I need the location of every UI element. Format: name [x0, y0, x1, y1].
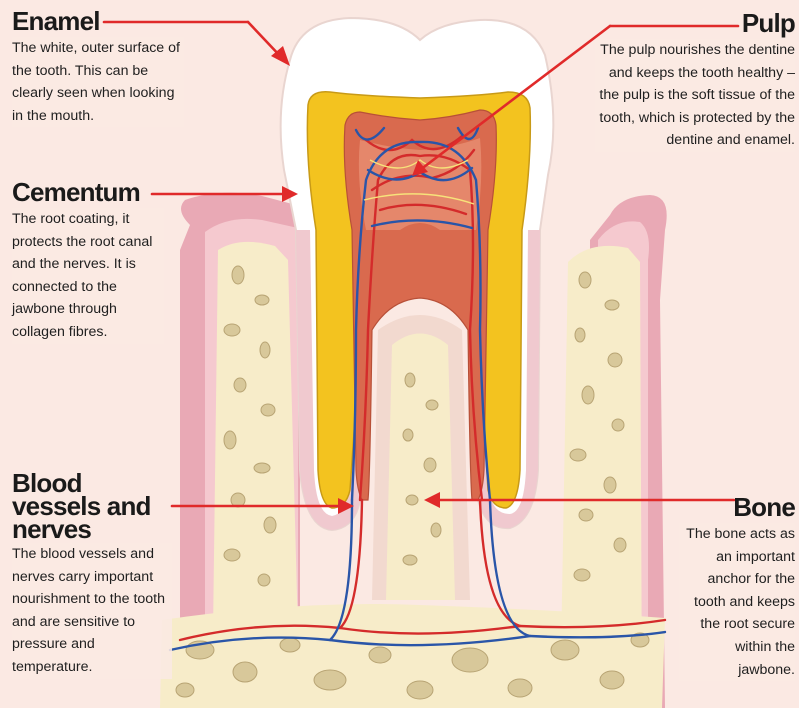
pulp-callout: Pulp The pulp nourishes the dentine and …: [595, 12, 795, 152]
cementum-title: Cementum: [12, 181, 164, 204]
enamel-title: Enamel: [12, 10, 184, 33]
pulp-title: Pulp: [595, 12, 795, 35]
enamel-callout: Enamel The white, outer surface of the t…: [12, 10, 184, 127]
enamel-description: The white, outer surface of the tooth. T…: [12, 37, 184, 127]
cementum-callout: Cementum The root coating, it protects t…: [12, 181, 164, 344]
bone-callout: Bone The bone acts as an important ancho…: [679, 496, 795, 681]
pulp-description: The pulp nourishes the dentine and keeps…: [595, 39, 795, 152]
bone-center-inner: [386, 334, 455, 601]
blood-vessels-nerves-callout: Blood vessels and nerves The blood vesse…: [12, 472, 172, 679]
bone-description: The bone acts as an important anchor for…: [679, 523, 795, 681]
blood-vessels-nerves-title: Blood vessels and nerves: [12, 472, 172, 541]
blood-vessels-nerves-description: The blood vessels and nerves carry impor…: [12, 543, 172, 679]
cementum-description: The root coating, it protects the root c…: [12, 208, 164, 344]
bone-title: Bone: [679, 496, 795, 519]
